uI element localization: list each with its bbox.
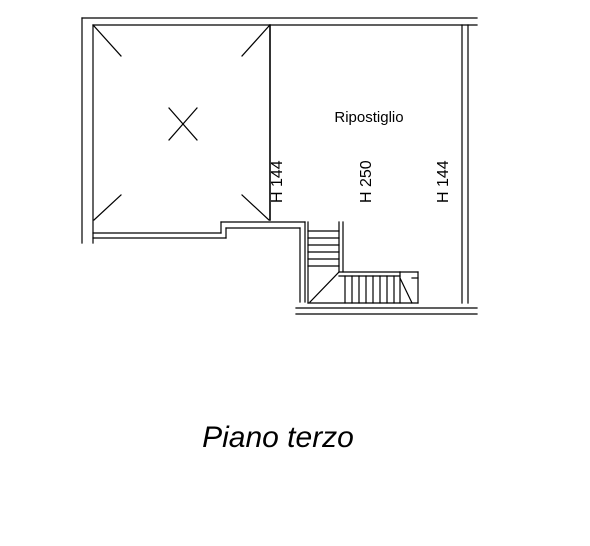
room-label: Ripostiglio (334, 109, 403, 126)
outer-walls (81, 17, 478, 244)
height-label-left: H 144 (269, 160, 286, 203)
height-label-right: H 144 (435, 160, 452, 203)
bottom-wall (295, 307, 478, 315)
plan-title: Piano terzo (202, 421, 354, 454)
staircase (307, 221, 419, 304)
void-room (92, 24, 306, 303)
height-label-center: H 250 (358, 160, 375, 203)
void-diagonals (93, 25, 270, 221)
void-cross-icon (168, 107, 198, 141)
right-wall (461, 24, 469, 304)
